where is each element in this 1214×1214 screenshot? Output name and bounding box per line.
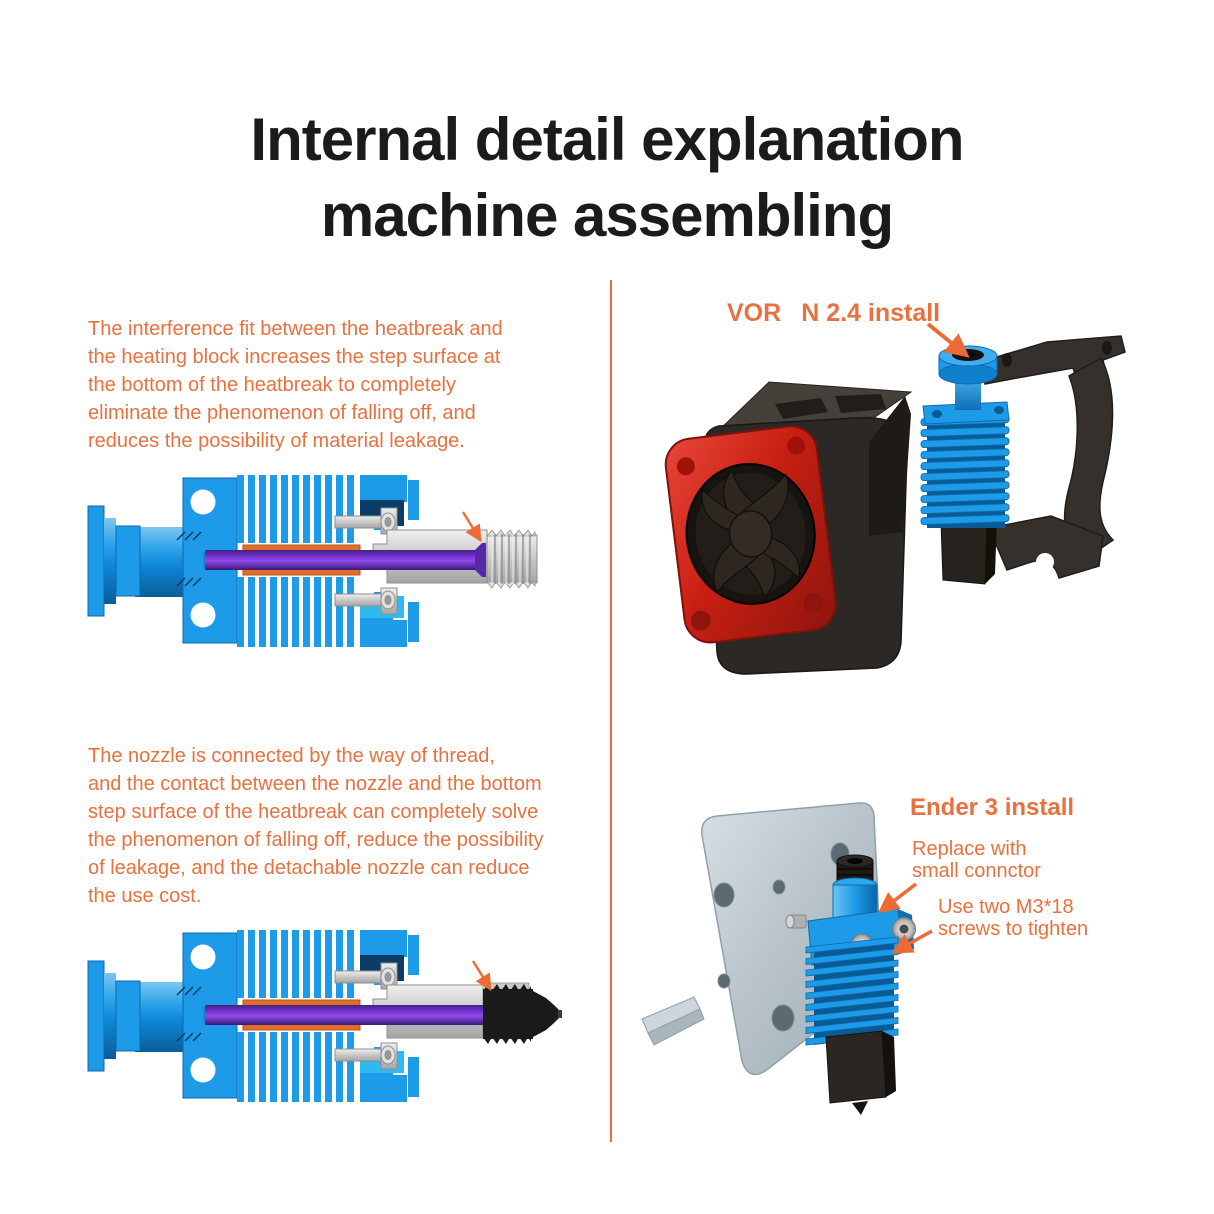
threaded-stud (486, 529, 538, 589)
fin-tab-top (408, 935, 419, 975)
mounting-bracket (979, 335, 1126, 579)
bore-hole-bottom (190, 1057, 216, 1083)
coupler-flange (87, 505, 105, 617)
groove-mount-bottom (360, 592, 407, 647)
side-screw (785, 914, 807, 929)
ender-screws-note: Use two M3*18 screws to tighten (938, 896, 1089, 940)
bore-hole-top (190, 489, 216, 515)
heatsink-fins (920, 415, 1010, 526)
plate-holes (713, 842, 850, 1032)
voron-install-label: VOR N 2.4 install (727, 299, 940, 328)
voron-callout-arrow-icon (926, 322, 970, 358)
voron-label-suffix: N 2.4 install (801, 299, 941, 327)
ender-connector-arrow-icon (877, 882, 918, 914)
hatch-marks (176, 986, 202, 1042)
coupler-step (115, 525, 141, 597)
nozzle-thread-arrow-icon (471, 960, 492, 992)
fin-tab-bottom (408, 602, 419, 642)
fan-hub (728, 510, 773, 558)
column-divider (610, 280, 612, 1142)
groove-mount-bottom (360, 1047, 407, 1102)
heatsink-body (87, 930, 419, 1102)
bore-hole-top (190, 944, 216, 970)
ender-install-title: Ender 3 install (910, 794, 1075, 821)
nozzle-paragraph: The nozzle is connected by the way of th… (88, 745, 544, 907)
heatbreak-cross-section-diagram (87, 475, 538, 647)
ender-assembly-view (641, 802, 933, 1115)
fin-tab-bottom (408, 1057, 419, 1097)
heatsink-fins (805, 936, 899, 1046)
heatsink-fins (237, 930, 354, 1102)
heatbreak-paragraph: The interference fit between the heatbre… (88, 318, 503, 452)
cooling-fan (664, 425, 837, 644)
nozzle-tip (852, 1101, 868, 1115)
voron-exploded-view (664, 322, 1126, 675)
fin-tab-top (408, 480, 419, 520)
voron-label-prefix: VOR (727, 299, 782, 327)
retainer-clips (334, 962, 398, 1070)
heatsink-fins (237, 475, 354, 647)
page-title: Internal detail explanation machine asse… (250, 106, 964, 250)
coupler-step (115, 980, 141, 1052)
tube-flare (475, 543, 486, 577)
ender-connector-note: Replace with small connctor (912, 838, 1041, 882)
coupler-ring (104, 973, 116, 1059)
ender-screws-arrow-icon (891, 929, 933, 954)
nozzle (483, 982, 562, 1044)
nozzle-cross-section-diagram (87, 930, 562, 1102)
hatch-marks (176, 531, 202, 587)
heater-block (825, 1030, 896, 1115)
coupler-ring (104, 518, 116, 604)
bore-hole-bottom (190, 602, 216, 628)
heatbreak-step-arrow-icon (461, 511, 482, 543)
top-cap (938, 345, 998, 385)
retainer-clips (334, 507, 398, 615)
coupler-flange (87, 960, 105, 1072)
ender-hotend (805, 854, 916, 1115)
ptfe-tube (205, 550, 482, 570)
ptfe-tube (205, 1005, 493, 1025)
